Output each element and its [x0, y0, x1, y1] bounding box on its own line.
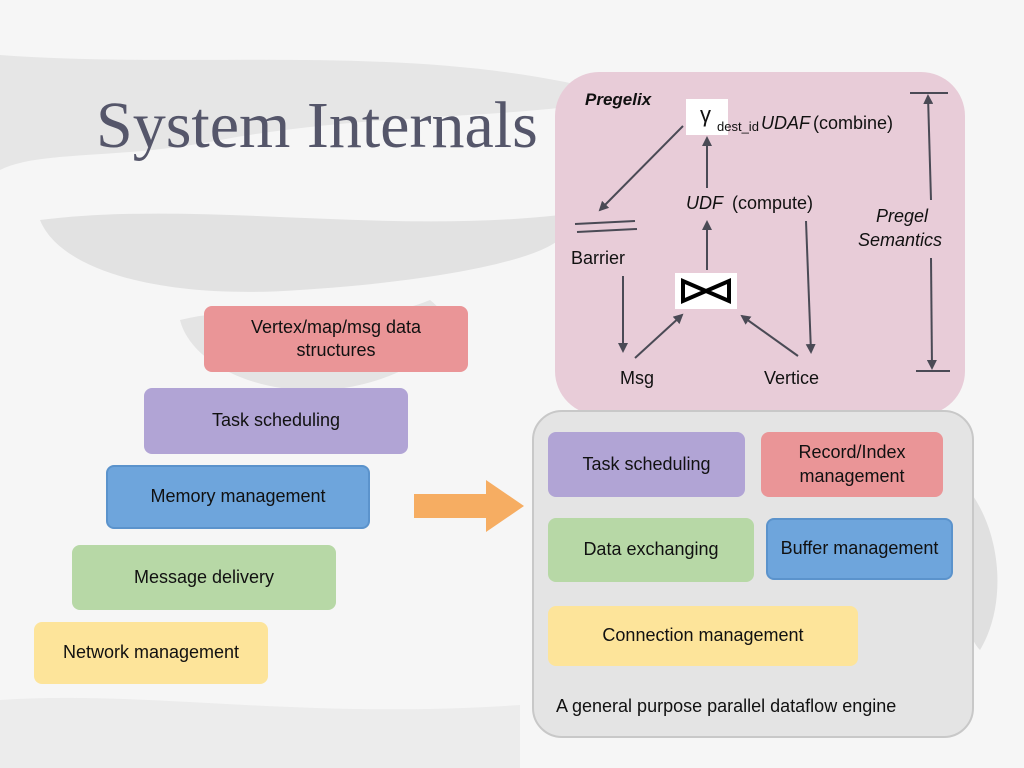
udaf-label: UDAF [761, 113, 810, 133]
combine-label: (combine) [813, 113, 894, 133]
right-arrow-icon [414, 480, 524, 532]
message-delivery-layer-box: Message delivery [72, 545, 336, 610]
gamma-subscript: dest_id [717, 119, 759, 134]
vertex-map-msg-data-structures-box: Vertex/map/msg data structures [204, 306, 468, 372]
memory-management-layer-box: Memory management [106, 465, 370, 529]
compute-label: (compute) [732, 193, 814, 213]
barrier-label: Barrier [571, 248, 626, 268]
pregelix-panel [555, 72, 965, 415]
engine-connection-management-box: Connection management [548, 606, 858, 666]
msg-label: Msg [620, 368, 655, 388]
udf-label: UDF [686, 193, 723, 213]
network-management-layer-box: Network management [34, 622, 268, 684]
pregel-semantics-line2: Semantics [858, 230, 943, 250]
gamma-aggregate-box [686, 99, 728, 135]
vertice-label: Vertice [764, 368, 820, 388]
pregelix-title: Pregelix [585, 90, 652, 109]
engine-data-exchanging-box: Data exchanging [548, 518, 754, 582]
engine-caption: A general purpose parallel dataflow engi… [556, 696, 897, 716]
gamma-symbol: γ [700, 102, 711, 127]
task-scheduling-layer-box: Task scheduling [144, 388, 408, 454]
join-symbol [681, 277, 731, 305]
engine-record-index-management-box: Record/Index management [761, 432, 943, 497]
page-title: System Internals [96, 89, 538, 162]
engine-task-scheduling-box: Task scheduling [548, 432, 745, 497]
engine-buffer-management-box: Buffer management [766, 518, 953, 580]
bowtie-join-icon [675, 273, 737, 309]
pregel-semantics-line1: Pregel [876, 206, 929, 226]
